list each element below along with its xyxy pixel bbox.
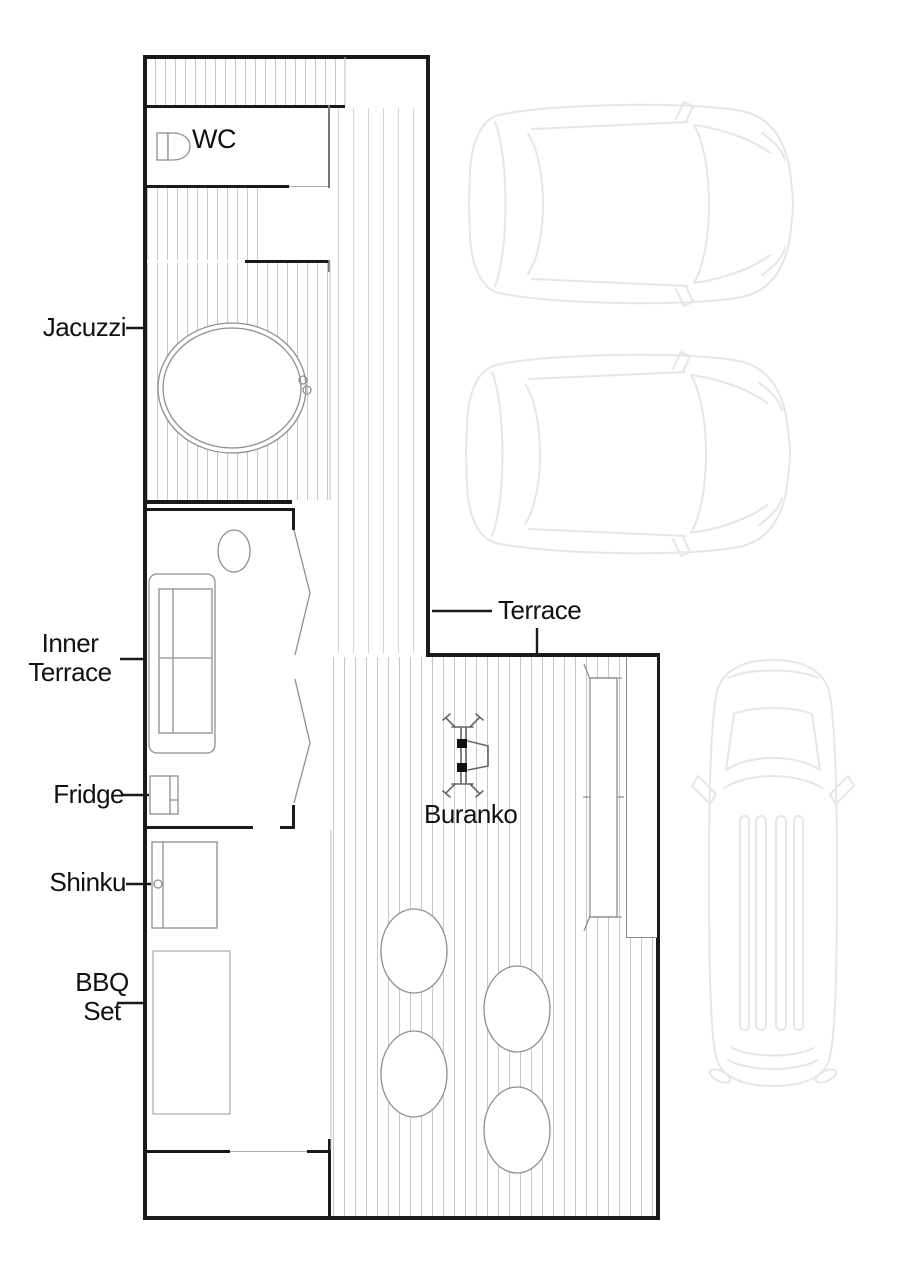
wall-entry-right (307, 1150, 330, 1153)
wall-step (245, 260, 330, 263)
bbq-table (152, 950, 231, 1115)
round-tables (380, 908, 551, 1174)
deck-strip-top (145, 59, 345, 105)
bbq-set-label-line1: BBQ (75, 967, 129, 997)
sofa (148, 573, 216, 754)
fridge-label: Fridge (53, 779, 124, 809)
car-top-view-2 (465, 351, 791, 557)
sink-unit (151, 841, 218, 929)
wc-label: WC (192, 124, 236, 154)
shinku-label: Shinku (49, 867, 127, 897)
car-top-view-1 (468, 101, 794, 307)
wall-left (143, 55, 147, 1220)
wall-inner-terrace-top-tick (292, 508, 295, 530)
inner-terrace-open-edge (293, 529, 311, 804)
terrace-label: Terrace (498, 595, 582, 625)
wall-bottom (143, 1216, 660, 1220)
bbq-set-label-line2: Set (83, 996, 121, 1026)
leader-lines (117, 326, 539, 1005)
wall-step-tick (328, 260, 330, 272)
wall-inner-terrace-corner-v (292, 805, 295, 829)
wall-wc-bottom-thin (289, 186, 329, 187)
wall-inner-terrace-corner-h (280, 826, 295, 829)
wall-entry-opening (230, 1151, 307, 1152)
deck-below-wc (147, 188, 263, 260)
coffee-table (217, 529, 251, 573)
jacuzzi-tub (157, 322, 312, 454)
wall-wc-top (145, 105, 345, 108)
wall-entry-vertical (328, 1139, 331, 1220)
inner-terrace-label: Inner Terrace (16, 629, 124, 687)
wall-wc-bottom (145, 185, 289, 188)
toilet-icon (156, 132, 191, 161)
wall-terrace-top (426, 653, 660, 657)
wall-wc-right (328, 105, 330, 188)
buranko-label: Buranko (424, 799, 518, 829)
wall-inner-terrace-top (145, 508, 295, 511)
inner-terrace-label-line2: Terrace (28, 657, 112, 687)
wall-entry-left (145, 1150, 230, 1153)
inner-terrace-label-line1: Inner (41, 628, 99, 658)
swing-icon (442, 713, 489, 798)
van-top-view (691, 659, 855, 1087)
wall-inner-terrace-bottom (145, 826, 253, 829)
wall-corridor-right (426, 55, 430, 657)
wall-top (143, 55, 430, 59)
wall-terrace-right (656, 653, 660, 1220)
fridge (149, 775, 179, 815)
long-bench (583, 663, 624, 932)
deck-corridor (338, 108, 426, 653)
bbq-set-label: BBQ Set (56, 968, 148, 1026)
jacuzzi-label: Jacuzzi (42, 312, 127, 342)
terrace-side-bench (626, 657, 657, 938)
wall-jacuzzi-bottom (145, 500, 292, 504)
